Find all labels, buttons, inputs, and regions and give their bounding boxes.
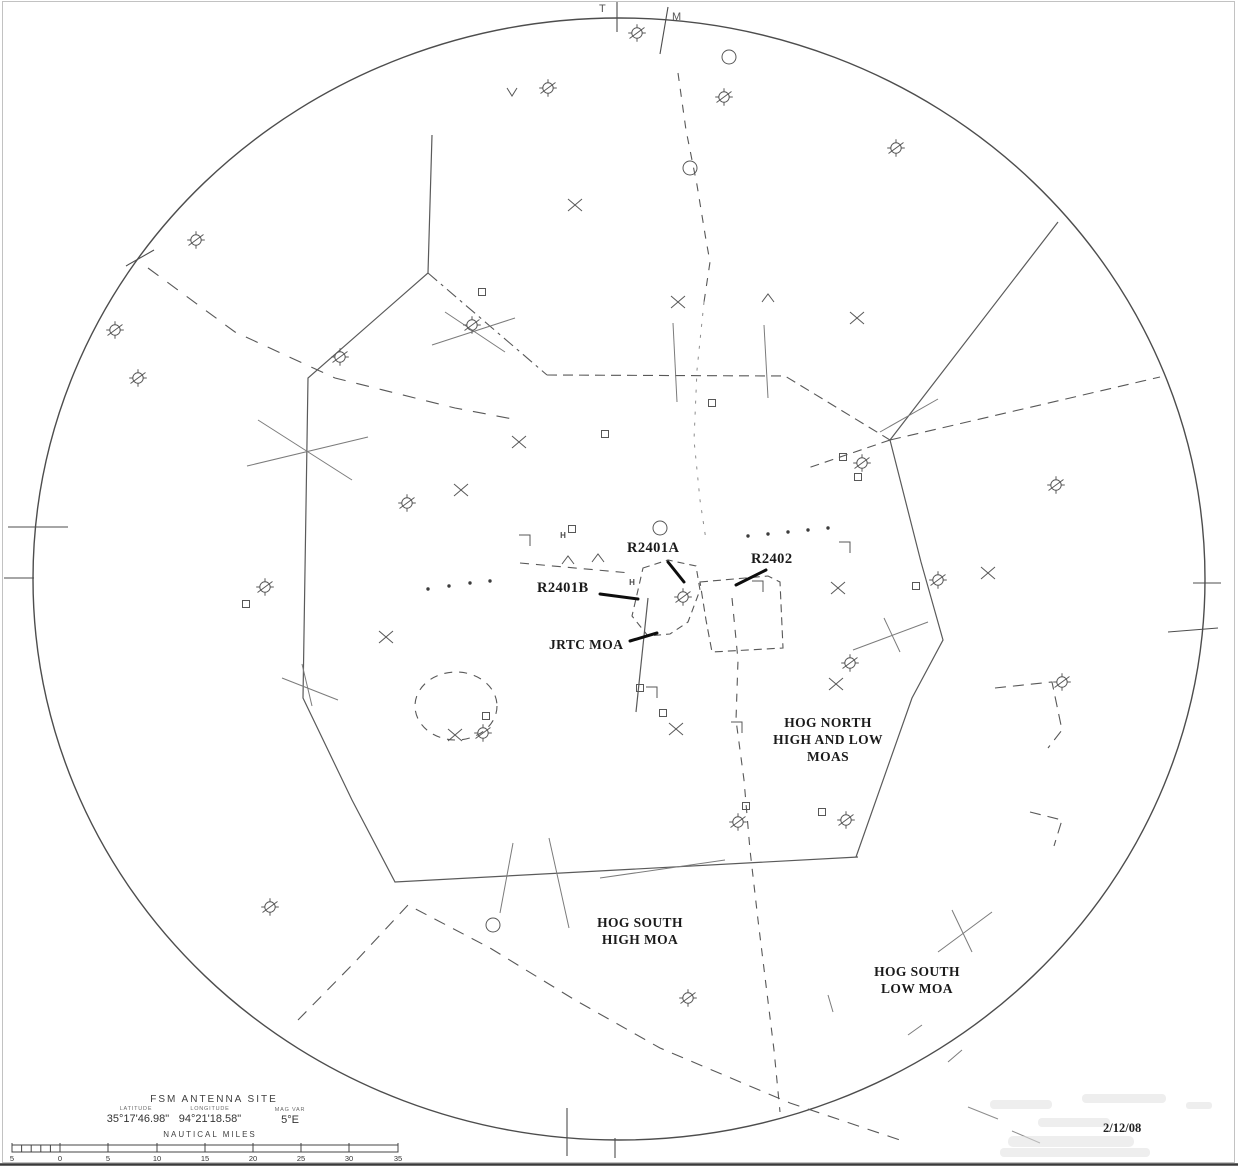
svg-text:5: 5 [10, 1154, 14, 1163]
svg-text:5: 5 [106, 1154, 110, 1163]
mag-var-value: 5°E [281, 1114, 299, 1126]
longitude-label: LONGITUDE [190, 1106, 230, 1112]
svg-text:20: 20 [249, 1154, 257, 1163]
sector-boundaries [302, 134, 1059, 883]
label-line: MOAS [806, 749, 850, 764]
range-ring [4, 2, 1221, 1158]
label-line: HIGH MOA [601, 932, 679, 947]
svg-text:25: 25 [297, 1154, 305, 1163]
scale-bar-ticks: 5 0 5 10 15 20 25 30 35 [10, 1143, 402, 1163]
label-r2401b: R2401B [537, 580, 589, 596]
svg-text:30: 30 [345, 1154, 353, 1163]
label-hog-north-moas: HOG NORTH HIGH AND LOW MOAS [773, 714, 883, 765]
true-north-label: T [599, 3, 606, 15]
label-r2401a: R2401A [627, 540, 680, 556]
label-line: HIGH AND LOW [773, 732, 883, 747]
label-line: HOG NORTH [784, 715, 872, 730]
label-line: HOG SOUTH [874, 964, 960, 979]
svg-text:H: H [560, 531, 566, 540]
antenna-site-title: FSM ANTENNA SITE [150, 1094, 278, 1105]
svg-text:10: 10 [153, 1154, 161, 1163]
svg-text:0: 0 [58, 1154, 62, 1163]
scale-bar: 5 0 5 10 15 20 25 30 35 [10, 1143, 402, 1163]
label-line: HOG SOUTH [597, 915, 683, 930]
map-symbols: HH [106, 24, 1071, 1007]
longitude-value: 94°21'18.58" [178, 1113, 242, 1125]
airspace-boundaries [414, 272, 1161, 847]
latitude-label: LATITUDE [119, 1106, 153, 1112]
label-hog-south-low-moa: HOG SOUTH LOW MOA [874, 963, 960, 997]
label-hog-south-high-moa: HOG SOUTH HIGH MOA [597, 914, 683, 948]
label-r2402: R2402 [751, 551, 793, 567]
latitude-value: 35°17'46.98" [106, 1113, 170, 1125]
magnetic-north-label: M [672, 11, 682, 23]
airway-lines [246, 311, 993, 1063]
svg-text:H: H [629, 578, 635, 587]
svg-text:35: 35 [394, 1154, 402, 1163]
label-line: LOW MOA [881, 981, 953, 996]
revision-date: 2/12/08 [1103, 1121, 1142, 1135]
label-jrtc-moa: JRTC MOA [549, 637, 624, 652]
scale-title: NAUTICAL MILES [163, 1130, 257, 1139]
leader-lines [598, 560, 768, 643]
svg-text:15: 15 [201, 1154, 209, 1163]
scan-smudges [990, 1094, 1212, 1157]
mag-var-label: MAG VAR [274, 1107, 306, 1113]
